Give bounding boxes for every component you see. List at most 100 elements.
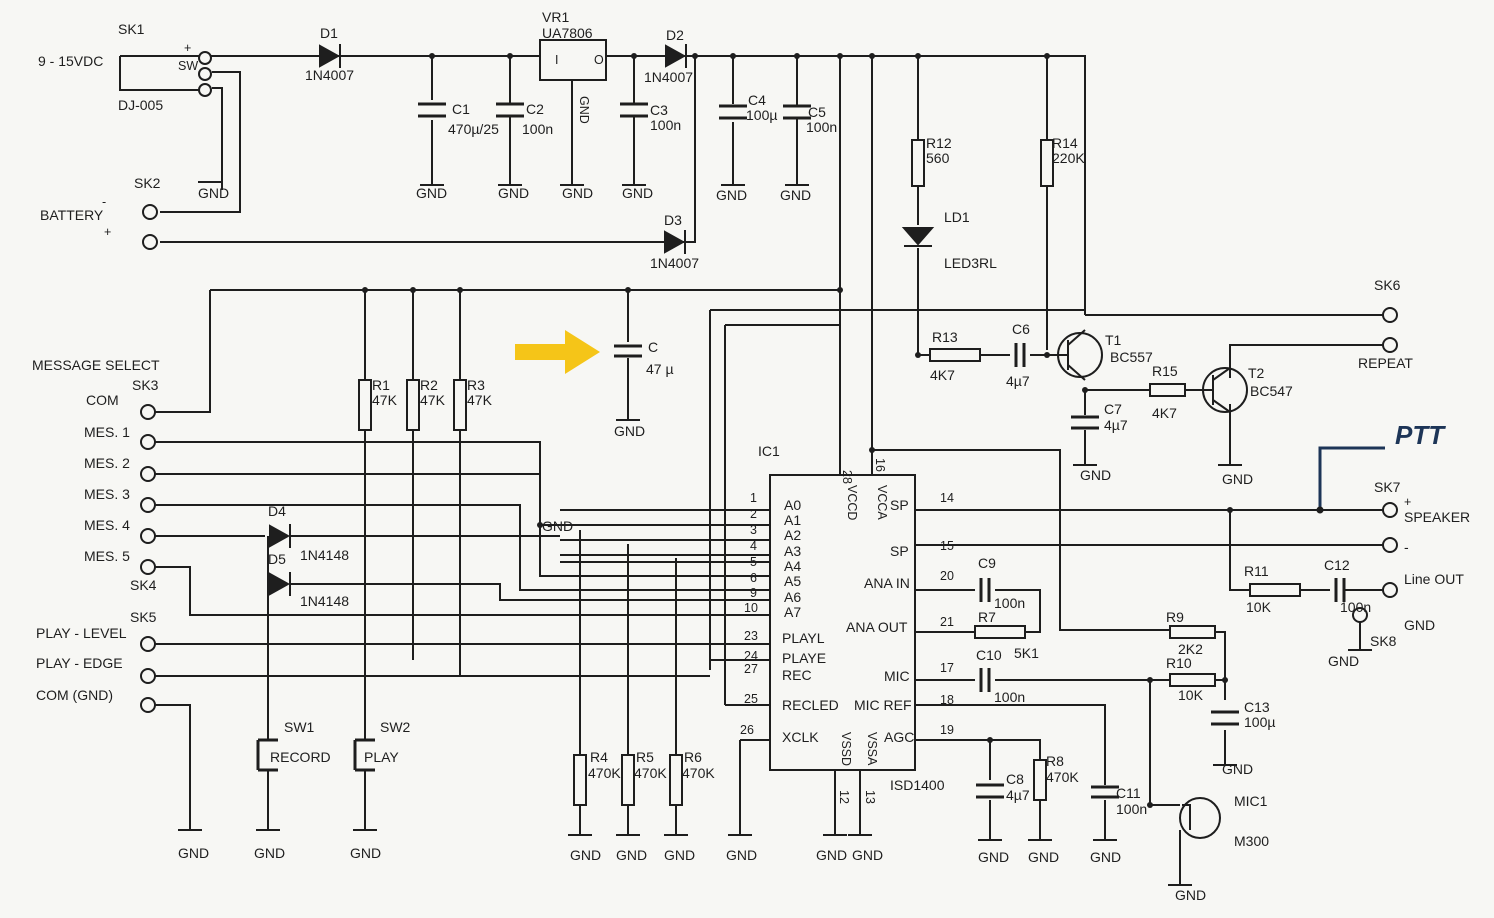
label-c4: C4 xyxy=(748,92,766,108)
gnd-label: GND xyxy=(562,185,593,201)
label-r9-val: 2K2 xyxy=(1178,641,1203,657)
label-c9: C9 xyxy=(978,555,996,571)
wires xyxy=(119,55,1385,885)
label-sk1: SK1 xyxy=(118,21,145,37)
gnd-label: GND xyxy=(816,847,847,863)
label-sk3: SK3 xyxy=(132,377,159,393)
gnd-label: GND xyxy=(416,185,447,201)
ic1-body xyxy=(769,474,916,771)
label-c3-val: 100n xyxy=(650,117,681,133)
capacitors xyxy=(418,102,1346,799)
gnd-label: GND xyxy=(616,847,647,863)
label-sw2-val: PLAY xyxy=(364,749,399,765)
label-sk2: SK2 xyxy=(134,175,161,191)
label-r10: R10 xyxy=(1166,655,1192,671)
label-mes3: MES. 3 xyxy=(84,486,130,502)
label-play-edge: PLAY - EDGE xyxy=(36,655,123,671)
pin-name: A5 xyxy=(784,573,801,589)
gnd-label: GND xyxy=(664,847,695,863)
label-c12: C12 xyxy=(1324,557,1350,573)
label-d1: D1 xyxy=(320,25,338,41)
label-bat-minus: - xyxy=(102,195,106,209)
label-r13-val: 4K7 xyxy=(930,367,955,383)
pin-name: VCCA xyxy=(875,485,889,520)
label-c9-val: 100n xyxy=(994,595,1025,611)
label-sk1-sw: SW xyxy=(178,59,198,73)
label-mes1: MES. 1 xyxy=(84,424,130,440)
pin-number: 1 xyxy=(750,491,757,505)
pin-name: PLAYL xyxy=(782,630,825,646)
label-gnd-mid: GND xyxy=(542,518,573,534)
pin-name: SP xyxy=(890,497,909,513)
label-c10: C10 xyxy=(976,647,1002,663)
label-repeat: REPEAT xyxy=(1358,355,1413,371)
label-mes4: MES. 4 xyxy=(84,517,130,533)
label-r14-val: 220K xyxy=(1052,150,1085,166)
label-c5-val: 100n xyxy=(806,119,837,135)
pin-number: 4 xyxy=(750,539,757,553)
label-c-new-val: 47 µ xyxy=(646,361,674,377)
pin-number: 3 xyxy=(750,523,757,537)
label-sk6: SK6 xyxy=(1374,277,1401,293)
pin-name: A0 xyxy=(784,497,801,513)
label-dc-input: 9 - 15VDC xyxy=(38,53,103,69)
pin-number: 21 xyxy=(940,615,954,629)
pin-name: A3 xyxy=(784,543,801,559)
gnd-label: GND xyxy=(1222,471,1253,487)
label-r3: R3 xyxy=(467,377,485,393)
gnd-label: GND xyxy=(1080,467,1111,483)
diodes xyxy=(269,44,935,596)
pin-name: A6 xyxy=(784,589,801,605)
label-c7-val: 4µ7 xyxy=(1104,417,1128,433)
pin-name: A2 xyxy=(784,527,801,543)
pin-number: 19 xyxy=(940,723,954,737)
pin-number: 9 xyxy=(750,586,757,600)
label-r3-val: 47K xyxy=(467,392,493,408)
label-sk7: SK7 xyxy=(1374,479,1401,495)
resistors xyxy=(358,139,1301,806)
pin-number: 13 xyxy=(863,790,877,804)
pin-name: ANA IN xyxy=(864,575,910,591)
label-r2-val: 47K xyxy=(420,392,446,408)
pin-name: VSSA xyxy=(865,732,879,766)
label-speaker: SPEAKER xyxy=(1404,509,1470,525)
gnd-label: GND xyxy=(978,849,1009,865)
label-r10-val: 10K xyxy=(1178,687,1204,703)
gnd-label: GND xyxy=(716,187,747,203)
label-play-level: PLAY - LEVEL xyxy=(36,625,127,641)
label-c6: C6 xyxy=(1012,321,1030,337)
gnd-label: GND xyxy=(1028,849,1059,865)
label-c12-val: 100n xyxy=(1340,599,1371,615)
label-r14: R14 xyxy=(1052,135,1078,151)
label-vr1: VR1 xyxy=(542,9,569,25)
label-c8-val: 4µ7 xyxy=(1006,787,1030,803)
label-t1-val: BC557 xyxy=(1110,349,1153,365)
label-battery: BATTERY xyxy=(40,207,104,223)
label-d1-val: 1N4007 xyxy=(305,67,354,83)
label-sw1-val: RECORD xyxy=(270,749,331,765)
pin-number: 5 xyxy=(750,555,757,569)
label-r7: R7 xyxy=(978,609,996,625)
label-message-select: MESSAGE SELECT xyxy=(32,357,160,373)
gnd-label: GND xyxy=(726,847,757,863)
pin-number: 14 xyxy=(940,491,954,505)
label-line-out: Line OUT xyxy=(1404,571,1464,587)
label-r15-val: 4K7 xyxy=(1152,405,1177,421)
label-ptt: PTT xyxy=(1395,420,1446,450)
gnd-label: GND xyxy=(254,845,285,861)
label-sk1-plus: + xyxy=(184,41,191,55)
label-r5-val: 470K xyxy=(634,765,667,781)
label-r4: R4 xyxy=(590,749,608,765)
terminals[interactable] xyxy=(140,51,1398,713)
label-r1-val: 47K xyxy=(372,392,398,408)
label-mic1-val: M300 xyxy=(1234,833,1269,849)
label-sk4: SK4 xyxy=(130,577,157,593)
pin-number: 10 xyxy=(744,601,758,615)
pin-name: MIC REF xyxy=(854,697,912,713)
label-r1: R1 xyxy=(372,377,390,393)
pin-name: XCLK xyxy=(782,729,819,745)
push-switches xyxy=(256,738,375,772)
gnd-label: GND xyxy=(570,847,601,863)
label-c1: C1 xyxy=(452,101,470,117)
